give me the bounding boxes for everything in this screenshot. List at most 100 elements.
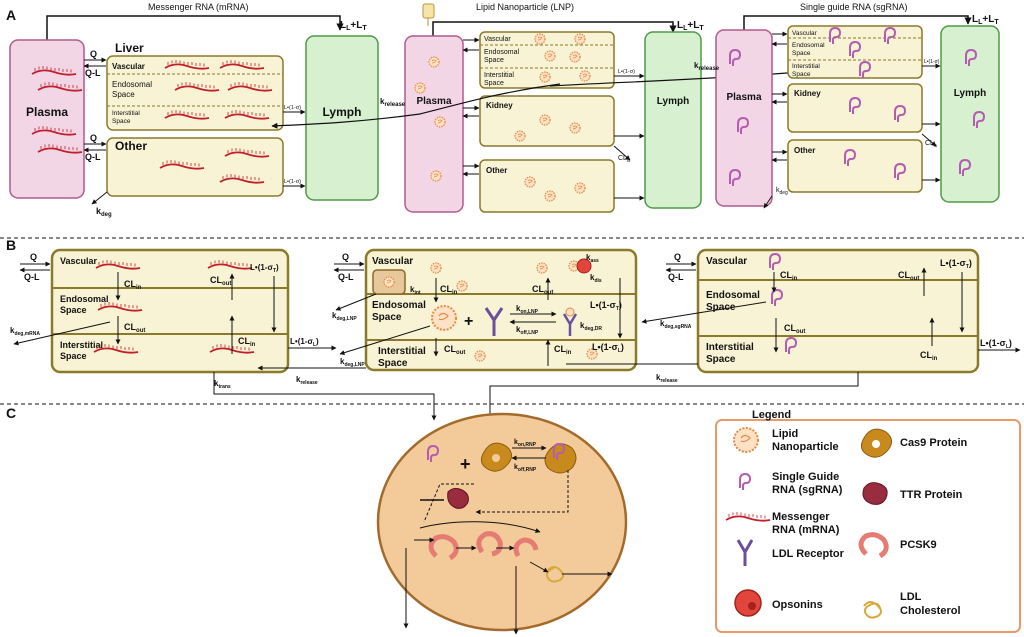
panel-c-label: C xyxy=(6,405,16,421)
legend-item-lnp-2: Nanoparticle xyxy=(772,441,839,453)
b-lnp-clout-2: CLout xyxy=(444,344,465,356)
b-sg-sigma-l: L•(1-σL) xyxy=(980,338,1012,350)
mrna-plasma-compartment xyxy=(9,39,85,199)
sgrna-lymph-flow: LL+LT xyxy=(972,14,999,26)
hepatocyte-cell: + kon,RNP koff,RNP xyxy=(376,412,628,635)
lnp-icon xyxy=(431,305,457,331)
lnp-icon xyxy=(569,122,581,134)
b-mrna-kdeg: kdeg,mRNA xyxy=(10,326,40,337)
b-sg-ql: Q-L xyxy=(668,272,684,282)
lnp-icon xyxy=(539,114,551,126)
pcsk9-icon xyxy=(476,531,503,557)
lnp-cl-label: CLa xyxy=(618,155,630,164)
b-lnp-sigma-t: L•(1-σT) xyxy=(590,300,622,312)
lnp-plasma-compartment xyxy=(404,35,464,213)
lnp-icon xyxy=(430,170,442,182)
panel-a-label: A xyxy=(6,7,16,23)
panel-b-label: B xyxy=(6,237,16,253)
b-mrna-ktrans: ktrans xyxy=(214,379,231,390)
legend-item-sgrna: Single Guide xyxy=(772,471,839,483)
b-lnp-interstitial-space: Space xyxy=(378,358,408,369)
lnp-plasma-label: Plasma xyxy=(416,96,451,107)
lnp-icon xyxy=(414,82,426,94)
lnp-title: Lipid Nanoparticle (LNP) xyxy=(476,2,574,12)
sgrna-lymph-compartment xyxy=(940,25,1000,203)
legend-item-receptor: LDL Receptor xyxy=(772,548,845,560)
mrna-lymph-compartment xyxy=(305,35,379,201)
b-sg-endosomal-space: Space xyxy=(706,302,736,313)
sgrna-title: Single guide RNA (sgRNA) xyxy=(800,2,908,12)
b-sg-clin-2: CLin xyxy=(920,350,938,362)
cas9-sgrna-complex-icon xyxy=(544,443,577,474)
receptor-icon xyxy=(736,539,754,566)
lnp-endosomal-space: Space xyxy=(484,57,504,64)
b-lnp-krelease: krelease xyxy=(296,375,318,386)
b-mrna-vascular: Vascular xyxy=(60,256,98,266)
mrna-liver-label: Liver xyxy=(115,41,144,55)
b-lnp-sigma-l: L•(1-σL) xyxy=(592,342,624,354)
mrna-ql-label: Q-L xyxy=(85,68,101,78)
lnp-lymph-label: Lymph xyxy=(657,96,689,107)
lnp-lymph-compartment xyxy=(644,31,702,209)
pcsk9-icon xyxy=(513,537,539,558)
sgrna-sigma-label: L•(1-σ) xyxy=(924,59,940,65)
receptor-icon xyxy=(484,307,504,336)
sgrna-lymph-label: Lymph xyxy=(954,88,986,99)
b-mrna-interstitial-space: Space xyxy=(60,351,87,361)
legend-item-pcsk9: PCSK9 xyxy=(900,539,937,551)
lnp-release-arrow xyxy=(271,83,561,129)
lnp-kidney-label: Kidney xyxy=(486,101,513,110)
mrna-model: Messenger RNA (mRNA) LL+LT Plasma Liver … xyxy=(9,2,379,218)
legend-item-opsonins: Opsonins xyxy=(772,599,823,611)
lnp-icon xyxy=(539,71,551,83)
sgrna-vascular-label: Vascular xyxy=(792,30,818,37)
sgrna-cl-label: CLa xyxy=(925,140,937,149)
pcsk9-icon xyxy=(428,534,459,561)
mrna-ql-label-2: Q-L xyxy=(85,152,101,162)
sgrna-krelease-label: krelease xyxy=(694,61,720,72)
lnp-icon xyxy=(534,33,546,45)
b-lnp-kdeg-dr: kdeg,DR xyxy=(580,321,602,332)
lnp-sigma-label: L•(1-σ) xyxy=(618,69,635,75)
b-mrna-ql: Q-L xyxy=(24,272,40,282)
lnp-model: Lipid Nanoparticle (LNP) LL+LT Plasma Va… xyxy=(380,2,704,213)
b-sg-kdeg: kdeg,sgRNA xyxy=(660,319,692,330)
bag-icon xyxy=(422,3,435,26)
b-sg-clout: CLout xyxy=(784,323,805,335)
opsonin-icon xyxy=(734,589,762,617)
receptor-icon xyxy=(562,307,578,336)
b-lnp-vascular: Vascular xyxy=(372,256,413,267)
legend-title: Legend xyxy=(752,409,791,421)
sgrna-other-label: Other xyxy=(794,146,815,155)
b-lnp-ql: Q-L xyxy=(338,272,354,282)
c-plus: + xyxy=(460,454,471,474)
lnp-icon xyxy=(383,276,395,288)
lnp-endosomal-label: Endosomal xyxy=(484,49,519,56)
lnp-icon xyxy=(428,56,440,68)
panel-b-sgrna-liver: Vascular Endosomal Space Interstitial Sp… xyxy=(487,248,1021,421)
b-lnp-clin: CLin xyxy=(440,284,458,296)
cas9-icon xyxy=(480,442,512,472)
legend-item-sgrna-2: RNA (sgRNA) xyxy=(772,484,843,496)
mrna-q-label-2: Q xyxy=(90,133,97,143)
b-lnp-kdis: kdis xyxy=(590,273,602,284)
b-lnp-kass: kass xyxy=(586,253,599,264)
b-mrna-clin-2: CLin xyxy=(238,336,256,348)
b-sg-clout-2: CLout xyxy=(898,270,919,282)
b-sg-endosomal: Endosomal xyxy=(706,290,760,301)
legend: Legend Lipid Nanoparticle Single Guide R… xyxy=(715,409,1021,633)
b-mrna-clin: CLin xyxy=(124,279,142,291)
pcsk9-icon xyxy=(858,532,889,559)
legend-box xyxy=(715,419,1021,633)
sgrna-model: Single guide RNA (sgRNA) LL+LT Plasma Va… xyxy=(694,2,1000,209)
lnp-icon xyxy=(574,33,586,45)
legend-item-lnp: Lipid xyxy=(772,428,798,440)
mrna-lymph-label: Lymph xyxy=(323,105,362,119)
b-lnp-koff: koff,LNP xyxy=(516,325,539,336)
mrna-kdeg-label: kdeg xyxy=(96,206,112,218)
b-mrna-q: Q xyxy=(30,252,37,262)
lnp-interstitial-space: Space xyxy=(484,80,504,87)
sgrna-kdeg-label: kdeg xyxy=(776,187,788,196)
lnp-icon xyxy=(536,262,548,274)
